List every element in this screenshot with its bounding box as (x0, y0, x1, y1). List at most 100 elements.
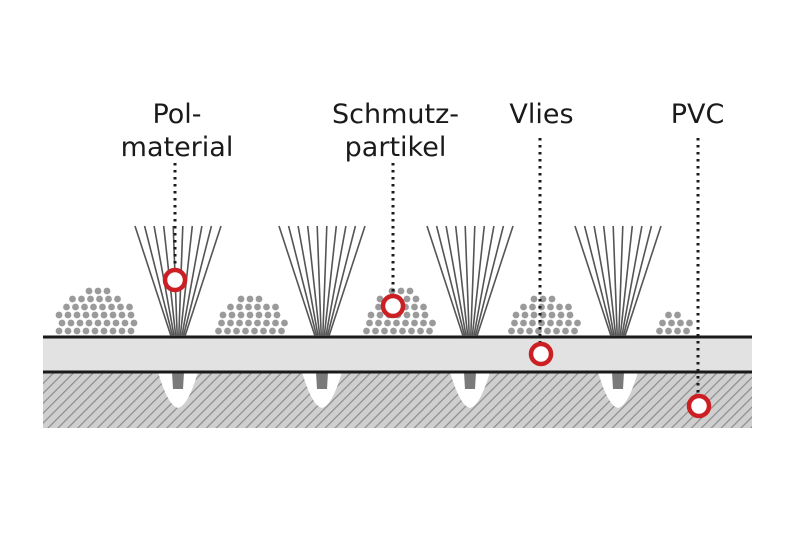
fiber (322, 225, 328, 337)
particle (403, 295, 411, 303)
tuft-root-core-2 (316, 372, 328, 389)
label-vlies: Vlies (494, 98, 589, 131)
particle (108, 303, 115, 311)
particle (64, 327, 72, 335)
fiber (278, 225, 316, 337)
particle (130, 319, 138, 327)
pile-fiber-tufts (134, 225, 662, 337)
label-schmutzpartikel-line1: Schmutz- (331, 99, 459, 130)
particle (674, 327, 681, 335)
particle (228, 311, 236, 319)
particle (63, 303, 70, 311)
particle (67, 319, 75, 327)
particle (565, 319, 572, 327)
particle (517, 327, 524, 335)
fiber (619, 225, 634, 337)
particle (218, 319, 225, 327)
particle (73, 311, 81, 319)
markers (162, 267, 712, 419)
marker-2 (380, 293, 406, 319)
marker-3 (528, 341, 554, 367)
fiber (473, 225, 495, 337)
particle (508, 327, 515, 335)
fiber (182, 225, 213, 337)
particle (278, 327, 285, 335)
particle (530, 311, 538, 319)
particle (109, 327, 117, 335)
particle (237, 311, 245, 319)
particle (367, 311, 375, 319)
particle (78, 295, 85, 303)
particle (82, 311, 90, 319)
fiber (435, 225, 466, 337)
particle (76, 319, 84, 327)
particle (224, 327, 231, 335)
particle (255, 311, 263, 319)
marker-4 (686, 393, 712, 419)
particle (556, 303, 563, 311)
particle (665, 327, 672, 335)
particle (420, 319, 427, 327)
particle (399, 327, 406, 335)
label-schmutzpartikel: Schmutz- partikel (323, 98, 468, 164)
particle (55, 311, 63, 319)
fiber (593, 225, 615, 337)
pvc-layer (43, 372, 752, 428)
particle (665, 311, 672, 319)
particle (565, 303, 572, 311)
fiber (134, 225, 172, 337)
particle (99, 303, 106, 311)
particle (553, 327, 560, 335)
fiber (622, 225, 653, 337)
particle (215, 327, 222, 335)
particle (574, 319, 581, 327)
fiber (618, 225, 624, 337)
fiber (612, 225, 618, 337)
fiber (602, 225, 617, 337)
particle-pile-4 (508, 295, 581, 335)
particle (548, 295, 556, 303)
particle (562, 327, 569, 335)
particle (547, 303, 554, 311)
particle (269, 327, 276, 335)
particle (376, 295, 384, 303)
particle (114, 295, 121, 303)
particle (372, 327, 379, 335)
particle (105, 295, 112, 303)
particle (121, 319, 129, 327)
particle (127, 311, 135, 319)
particle (659, 319, 666, 327)
fleece-layer (43, 337, 752, 372)
particle (118, 327, 126, 335)
particle (245, 303, 252, 311)
particle (272, 319, 279, 327)
fiber (184, 225, 222, 337)
particle (264, 311, 272, 319)
particle (272, 303, 279, 311)
fiber (470, 225, 476, 337)
particle (117, 303, 124, 311)
particle (393, 319, 400, 327)
particle (227, 303, 234, 311)
particle (82, 327, 90, 335)
particle (96, 295, 103, 303)
fiber (445, 225, 467, 337)
particle (246, 311, 254, 319)
particle (375, 303, 382, 311)
particle (103, 287, 111, 295)
particle (397, 287, 405, 295)
particle (94, 287, 102, 295)
particle (242, 327, 249, 335)
tuft-root-core-3 (464, 372, 476, 389)
particle (251, 327, 258, 335)
particle (417, 327, 424, 335)
particle (686, 319, 693, 327)
particle (87, 295, 94, 303)
particle (94, 319, 102, 327)
particle (420, 303, 427, 311)
fiber (297, 225, 319, 337)
tuft-root-1 (158, 372, 198, 408)
particle (557, 311, 565, 319)
label-pvc-text: PVC (670, 99, 725, 130)
